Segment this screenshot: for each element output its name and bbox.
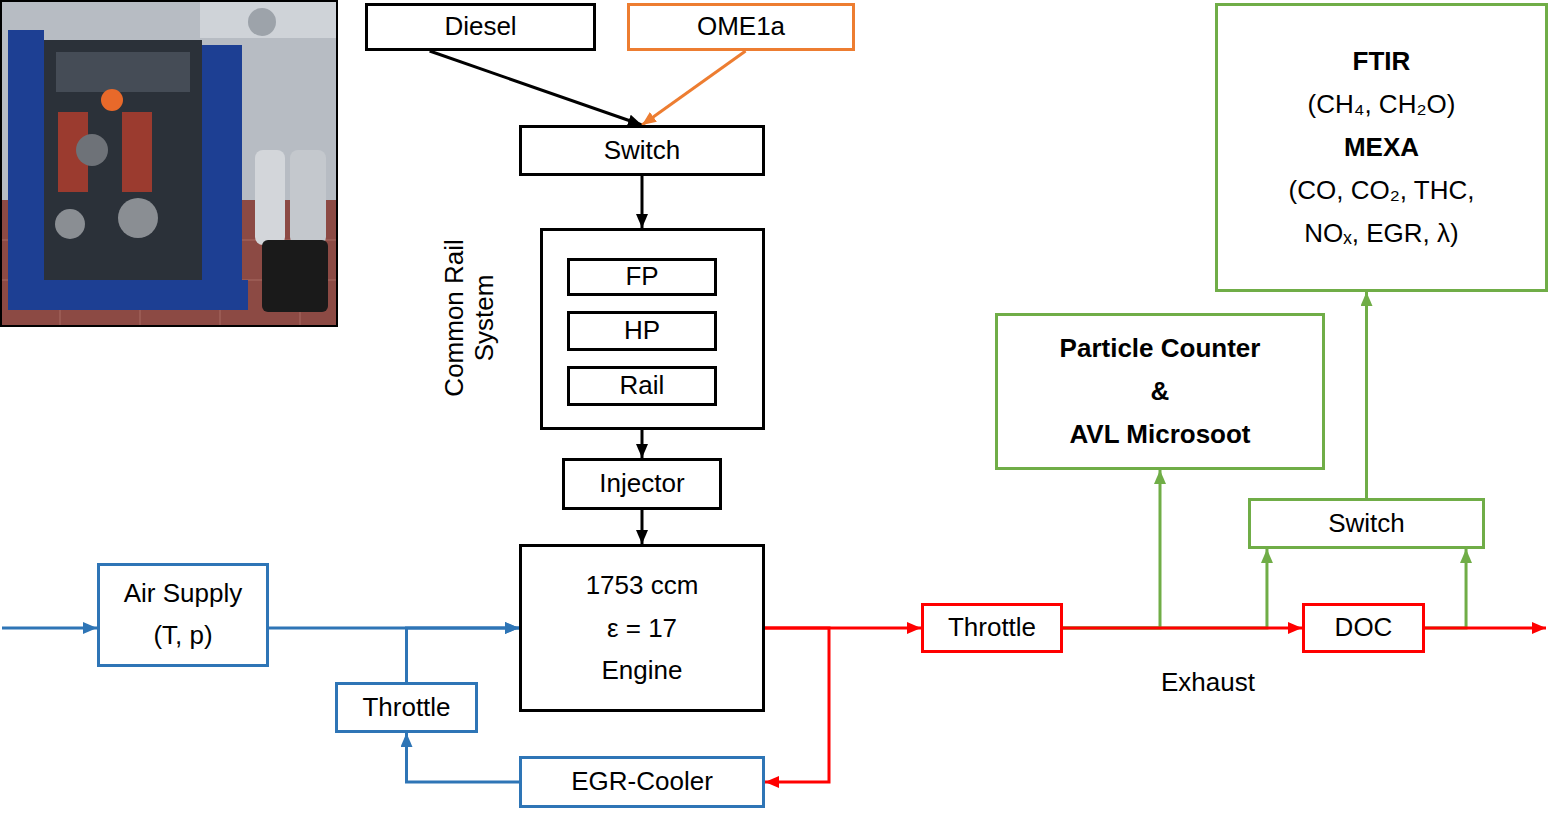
cooler-box: EGR-Cooler — [519, 756, 765, 808]
flow-connector — [407, 733, 520, 782]
component-box: Rail — [567, 366, 717, 406]
box-label: Particle Counter — [1060, 327, 1261, 370]
system-group-box: Common Rail SystemFPHPRail — [540, 228, 765, 430]
box-label: Rail — [620, 371, 665, 401]
box-label: (CO, CO₂, THC, NOₓ, EGR, λ) — [1274, 169, 1489, 255]
flow-connector — [1063, 549, 1267, 628]
box-label: HP — [624, 316, 660, 346]
pulley — [118, 198, 158, 238]
box-label: 1753 ccm — [586, 564, 699, 607]
orange-cap — [101, 89, 123, 111]
red-panel — [122, 112, 152, 192]
flow-connector — [407, 628, 520, 682]
component-box: Injector — [562, 458, 722, 510]
box-label: ε = 17 — [607, 607, 677, 650]
box-label: AVL Microsoot — [1069, 413, 1250, 456]
box-label: Engine — [602, 649, 683, 692]
filter-canister — [255, 150, 285, 245]
fuel-tank-box: Diesel — [365, 3, 596, 51]
flow-connector — [1425, 549, 1466, 628]
blue-frame — [8, 30, 44, 280]
bench-base — [8, 280, 248, 310]
flow-connector — [1063, 627, 1302, 630]
blue-frame — [200, 45, 242, 280]
box-label: Throttle — [362, 693, 450, 723]
fuel-tank-box: OME1a — [627, 3, 855, 51]
exhaust-outlet-arrow — [1425, 627, 1546, 630]
section-label: Exhaust — [1158, 668, 1258, 698]
analyzer-box: Particle Counter&AVL Microsoot — [995, 313, 1325, 470]
air-inlet-arrow — [2, 627, 97, 630]
switch-box: Switch — [519, 125, 765, 176]
box-label: Switch — [1328, 509, 1405, 539]
box-label: MEXA — [1344, 126, 1419, 169]
switch-box: Switch — [1248, 498, 1485, 549]
box-label: (CH₄, CH₂O) — [1308, 83, 1456, 126]
flow-connector — [641, 176, 644, 228]
flow-connector — [1365, 292, 1368, 498]
box-label: (T, p) — [153, 615, 212, 657]
box-label: Diesel — [444, 12, 516, 42]
box-label: Switch — [604, 136, 681, 166]
flow-connector — [641, 510, 644, 544]
group-heading: Common Rail System — [440, 228, 500, 408]
engine-box: 1753 ccmε = 17Engine — [519, 544, 765, 712]
test-bench-photo — [0, 0, 340, 330]
catalyst-box: DOC — [1302, 603, 1425, 653]
engine-cover — [56, 52, 190, 92]
box-label: EGR-Cooler — [571, 767, 713, 797]
flow-connector — [430, 51, 642, 125]
flow-connector — [1063, 470, 1160, 628]
throttle-box: Throttle — [335, 682, 478, 733]
duct-flange — [248, 8, 276, 36]
exhaust-duct — [200, 2, 336, 38]
throttle-box: Throttle — [921, 603, 1063, 653]
box-label: OME1a — [697, 12, 785, 42]
box-label: Air Supply — [124, 573, 243, 615]
box-label: & — [1151, 370, 1170, 413]
pulley — [76, 134, 108, 166]
pulley — [55, 209, 85, 239]
component-box: FP — [567, 258, 717, 296]
dynamometer — [262, 240, 328, 312]
engine-block — [44, 40, 202, 280]
component-box: HP — [567, 311, 717, 351]
box-label: FTIR — [1353, 40, 1411, 83]
box-label: Injector — [599, 469, 684, 499]
box-label: Throttle — [948, 613, 1036, 643]
flow-connector — [765, 628, 829, 782]
box-label: DOC — [1335, 613, 1393, 643]
air-supply-box: Air Supply(T, p) — [97, 563, 269, 667]
box-label: FP — [625, 262, 658, 292]
filter-canister — [290, 150, 326, 245]
analyzer-box: FTIR(CH₄, CH₂O)MEXA(CO, CO₂, THC, NOₓ, E… — [1215, 3, 1548, 292]
flow-connector — [642, 51, 746, 125]
photo-frame — [1, 1, 337, 326]
